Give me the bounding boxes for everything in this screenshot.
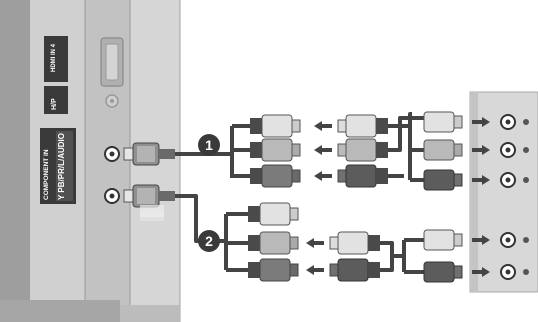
cable-set-1-right <box>388 112 424 182</box>
plug-set-2-middle <box>329 231 380 282</box>
component-audio-label-text: Y PB/PR/L/AUDIO <box>57 133 66 200</box>
tv-plug-1 <box>123 142 175 166</box>
component-label-strip <box>40 128 76 204</box>
direction-arrows-device <box>472 117 490 277</box>
external-device-panel <box>469 91 538 293</box>
component-in-label: COMPONENT IN <box>43 149 51 200</box>
cable-set-2-right <box>380 238 424 274</box>
callout-number-1: 1 <box>205 137 213 153</box>
hdmi-label-text: HDMI IN 4 <box>51 43 57 72</box>
hp-label: H/P <box>51 98 58 110</box>
hp-label-strip <box>44 86 68 114</box>
hdmi-label-strip <box>44 36 68 82</box>
direction-arrows-2 <box>306 238 324 275</box>
hdmi-port[interactable] <box>100 37 124 87</box>
direction-arrows-1 <box>314 121 332 181</box>
hp-label-text: H/P <box>51 98 58 110</box>
device-plugs <box>423 111 463 283</box>
plug-set-1-middle <box>337 114 388 188</box>
callout-badge-2 <box>198 230 220 252</box>
device-jacks[interactable] <box>500 114 516 280</box>
tv-component-jack-1[interactable] <box>104 146 120 162</box>
headphone-jack[interactable] <box>105 94 119 108</box>
plug-set-2-left <box>248 202 299 282</box>
hdmi-label: HDMI IN 4 <box>51 44 57 72</box>
device-jack-marks <box>523 119 529 275</box>
component-in-label-text: COMPONENT IN <box>43 149 50 200</box>
callout-number-2: 2 <box>205 233 213 249</box>
component-audio-label: Y PB/PR/L/AUDIO <box>57 133 66 200</box>
callout-badge-1 <box>198 134 220 156</box>
tv-component-jack-2[interactable] <box>104 188 120 204</box>
plug-set-1-left <box>250 114 301 188</box>
tv-plug-2 <box>123 184 175 221</box>
